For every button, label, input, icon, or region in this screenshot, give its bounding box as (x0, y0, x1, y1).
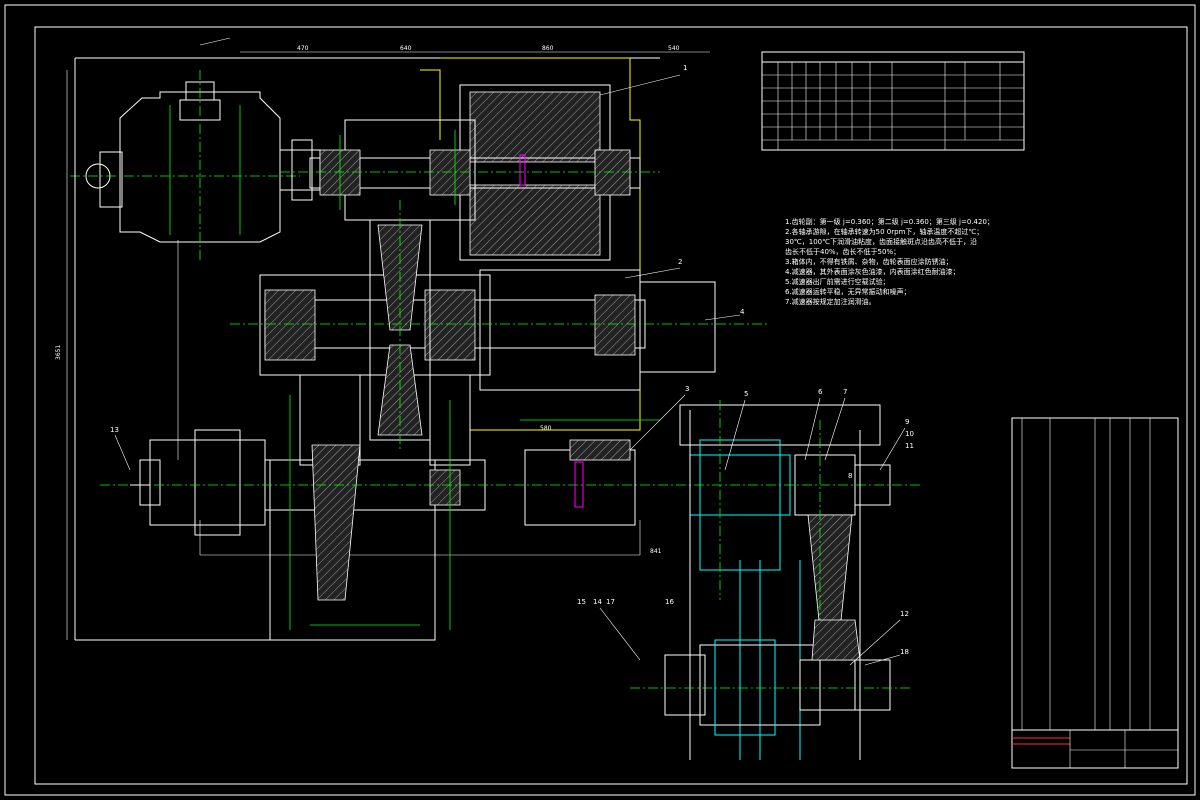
tech-line-2: 2.各轴承游隙，在轴承转速为50 0rpm下，轴承温度不超过℃； (785, 227, 983, 236)
parts-list (1011, 417, 1179, 731)
inner-frame (34, 26, 1188, 785)
dim-841: 841 (650, 548, 662, 555)
dim-540: 540 (668, 45, 680, 52)
tech-line-8: 6.减速器运转平稳，无异常振动和噪声； (785, 287, 911, 296)
green-details (289, 130, 660, 630)
tech-requirements: 1.齿轮副：第一级 j=0.360；第二级 j=0.360；第三级 j=0.42… (785, 217, 994, 306)
dim-470: 470 (297, 45, 309, 52)
dim-580: 580 (540, 425, 552, 432)
tech-line-7: 5.减速器出厂前需进行空载试验； (785, 277, 890, 286)
gear-train-section (679, 400, 891, 760)
tech-line-5: 3.箱体内，不得有铁屑、杂物，齿轮表面应涂防锈油； (785, 257, 953, 266)
input-shaft (280, 149, 660, 196)
tech-line-9: 7.减速器按规定加注润滑油。 (785, 297, 876, 306)
tech-line-3: 30℃，100℃下润滑油粘度，齿面接触斑点沿齿高不低于，沿 (785, 237, 977, 246)
dim-3651: 3651 (55, 345, 62, 360)
output-shaft (100, 429, 920, 601)
tech-line-1: 1.齿轮副：第一级 j=0.360；第二级 j=0.360；第三级 j=0.42… (785, 217, 994, 226)
dimension-lines-top: 470 640 860 540 580 841 3651 (55, 37, 710, 641)
intermediate-shaft (230, 200, 770, 450)
title-block (1011, 729, 1179, 769)
dim-640: 640 (400, 45, 412, 52)
outer-frame (4, 4, 1196, 796)
leader-lines (114, 74, 906, 666)
tech-line-4: 齿长不低于40%，齿长不低于50%； (785, 247, 900, 256)
tech-line-6: 4.减速器，其外表面涂灰色油漆，内表面涂红色耐油漆； (785, 267, 960, 276)
lower-right-assembly (630, 619, 910, 736)
motor-block (70, 70, 321, 260)
gear-parameters-table (761, 51, 1025, 151)
dim-860: 860 (542, 45, 554, 52)
